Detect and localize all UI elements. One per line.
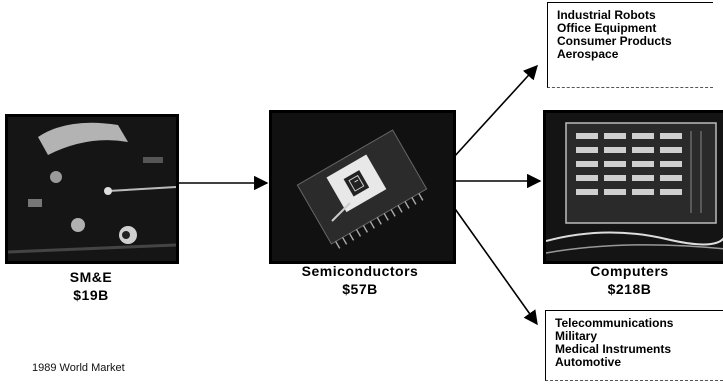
semiconductors-name: Semiconductors [301,263,419,279]
circuit-board-image [546,113,723,261]
computers-name: Computers [590,263,669,279]
computers-value: $218B [607,281,652,297]
list-item: Automotive [555,355,621,369]
list-item: Medical Instruments [555,342,672,356]
computer-board-photo [543,110,723,264]
arrow-semiconductors-to-top-list [452,64,538,159]
semiconductor-photo [269,110,456,264]
semiconductors-caption: Semiconductors $57B [262,262,458,298]
applications-list-bottom: Telecommunications Military Medical Inst… [545,310,723,381]
list-item: Aerospace [557,47,619,61]
list-item: Consumer Products [557,34,672,48]
footer-note: 1989 World Market [32,362,125,374]
sme-name: SM&E [69,269,113,285]
arrow-semiconductors-to-bottom-list [452,205,538,326]
sme-photo [5,114,179,264]
chip-package-image [272,113,453,261]
sme-value: $19B [73,287,109,303]
list-item: Industrial Robots [557,8,656,22]
list-item: Telecommunications [555,316,674,330]
sme-equipment-image [8,117,176,261]
applications-list-top: Industrial Robots Office Equipment Consu… [547,2,713,88]
list-item: Military [555,329,598,343]
sme-caption: SM&E $19B [8,268,174,304]
list-item: Office Equipment [557,21,657,35]
semiconductors-value: $57B [342,281,378,297]
computers-caption: Computers $218B [536,262,723,298]
